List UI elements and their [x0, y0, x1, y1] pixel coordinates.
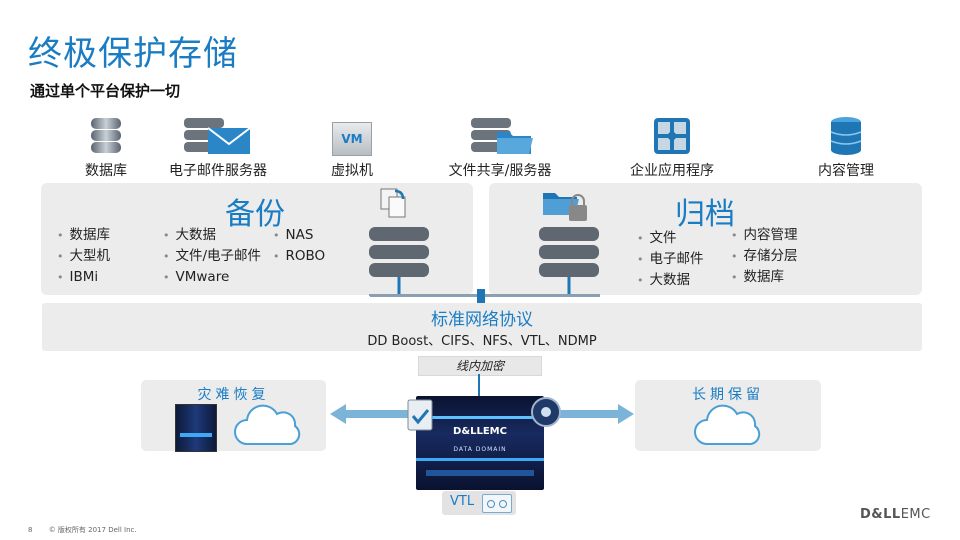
dell-emc-logo: D&LLEMC	[860, 507, 931, 522]
list-item: 数据库	[731, 267, 798, 288]
arrow-left-icon	[330, 403, 422, 429]
archive-panel: 归档 文件 电子邮件 大数据 内容管理 存储分层 数据库	[489, 183, 922, 296]
vtl-label: VTL	[450, 494, 475, 509]
enterprise-app-icon	[652, 116, 692, 156]
top-item-label: 虚拟机	[331, 163, 373, 179]
top-item-content-mgmt: 内容管理	[814, 116, 878, 180]
gear-shield-icon	[530, 396, 562, 432]
archive-list-col1: 文件 电子邮件 大数据	[637, 228, 704, 291]
mail-server-icon	[182, 116, 254, 156]
protocol-bar: 标准网络协议 DD Boost、CIFS、NFS、VTL、NDMP	[42, 303, 922, 351]
list-item: ROBO	[273, 246, 326, 267]
backup-list-col1: 数据库 大型机 IBMi	[57, 225, 111, 288]
list-item: 大型机	[57, 246, 111, 267]
backup-list-col2: 大数据 文件/电子邮件 VMware	[163, 225, 262, 288]
list-item: 大数据	[163, 225, 261, 246]
top-item-enterprise-app: 企业应用程序	[626, 116, 718, 180]
copyright: © 版权所有 2017 Dell Inc.	[48, 526, 137, 534]
top-item-vm: VM 虚拟机	[326, 116, 378, 180]
lt-panel: 长期保留	[635, 380, 821, 451]
dr-panel: 灾难恢复	[141, 380, 326, 452]
list-item: 存储分层	[731, 246, 798, 267]
top-item-database: 数据库	[80, 116, 132, 180]
list-item: 内容管理	[731, 225, 798, 246]
list-item: 文件/电子邮件	[163, 246, 262, 267]
archive-list-col2: 内容管理 存储分层 数据库	[731, 225, 798, 288]
list-item: NAS	[273, 225, 325, 246]
arrow-right-icon	[542, 403, 634, 429]
list-item: IBMi	[57, 267, 110, 288]
archive-server-icon	[537, 187, 603, 309]
top-item-label: 企业应用程序	[630, 163, 714, 179]
page-subtitle: 通过单个平台保护一切	[30, 82, 181, 100]
list-item: 文件	[637, 228, 704, 249]
backup-list-col3: NAS ROBO	[273, 225, 326, 267]
top-item-mail-server: 电子邮件服务器	[165, 116, 271, 180]
footer: 8 © 版权所有 2017 Dell Inc.	[28, 525, 151, 535]
top-item-label: 文件共享/服务器	[448, 163, 552, 179]
network-line	[370, 294, 600, 297]
cloud-icon	[693, 404, 761, 452]
appliance-brand: D&LLEMC	[453, 426, 507, 437]
data-domain-appliance: D&LLEMC DATA DOMAIN	[416, 396, 544, 490]
vtl-box: VTL	[442, 491, 516, 515]
list-item: 电子邮件	[637, 249, 704, 270]
archive-title: 归档	[675, 197, 735, 232]
network-node	[477, 289, 485, 303]
appliance-model: DATA DOMAIN	[453, 446, 507, 453]
list-item: 数据库	[57, 225, 111, 246]
vm-badge: VM	[332, 122, 372, 156]
dr-appliance-icon	[175, 404, 217, 452]
page-title: 终极保护存储	[28, 34, 238, 74]
top-item-label: 电子邮件服务器	[169, 163, 267, 179]
lt-title: 长期保留	[692, 387, 764, 403]
protocol-title: 标准网络协议	[431, 310, 533, 330]
page-number: 8	[28, 526, 33, 534]
dr-title: 灾难恢复	[197, 387, 270, 403]
file-server-icon	[465, 116, 535, 156]
cloud-icon	[233, 404, 301, 452]
vm-icon: VM	[332, 116, 372, 156]
list-item: 大数据	[637, 270, 704, 291]
content-db-icon	[829, 116, 863, 156]
backup-server-icon	[367, 187, 433, 309]
protocol-list: DD Boost、CIFS、NFS、VTL、NDMP	[367, 334, 597, 349]
backup-panel: 备份 数据库 大型机 IBMi 大数据 文件/电子邮件 VMware NAS R…	[41, 183, 473, 296]
database-icon	[89, 116, 123, 156]
top-item-label: 内容管理	[818, 163, 874, 179]
connector-line	[478, 374, 480, 396]
top-item-file-server: 文件共享/服务器	[444, 116, 556, 180]
list-item: VMware	[163, 267, 261, 288]
encryption-label: 线内加密	[418, 356, 542, 376]
top-item-label: 数据库	[85, 163, 127, 179]
tape-icon	[482, 494, 512, 513]
sync-icon	[406, 398, 436, 436]
